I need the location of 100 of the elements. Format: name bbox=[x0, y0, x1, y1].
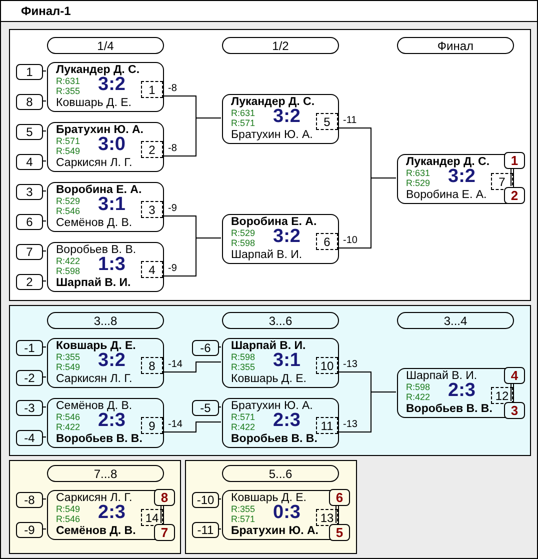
player-name: Саркисян Л. Г. bbox=[56, 373, 132, 386]
player-name: Ковшарь Д. Е. bbox=[231, 492, 306, 504]
match-number: 2 bbox=[141, 141, 163, 158]
connector-line bbox=[162, 362, 222, 372]
connector-line bbox=[42, 250, 46, 252]
window-title: Финал-1 bbox=[21, 4, 71, 18]
player-name: Воробина Е. А. bbox=[406, 189, 487, 202]
match-number: 5 bbox=[316, 113, 338, 130]
rating-value: R:571 bbox=[231, 119, 256, 128]
player-name: Саркисян Л. Г. bbox=[56, 492, 132, 504]
connector-line bbox=[42, 436, 46, 438]
rating-value: R:598 bbox=[406, 383, 430, 392]
rating-value: R:355 bbox=[231, 363, 256, 372]
section-panel bbox=[185, 460, 357, 554]
connector-line bbox=[162, 422, 222, 432]
player-name: Семёнов Д. В. bbox=[56, 400, 132, 412]
rating-value: R:631 bbox=[231, 109, 256, 118]
rating-value: R:571 bbox=[231, 413, 256, 422]
rating-value: R:529 bbox=[231, 229, 256, 238]
rating-value: R:598 bbox=[231, 239, 256, 248]
match-number: 1 bbox=[141, 81, 163, 98]
player-name: Ковшарь Д. Е. bbox=[56, 340, 136, 352]
round-header: 3...6 bbox=[222, 312, 339, 329]
match-score: 2:3 bbox=[98, 503, 126, 523]
match-score: 3:1 bbox=[98, 195, 126, 215]
player-name: Лукандер Д. С. bbox=[406, 156, 490, 168]
section-panel bbox=[9, 305, 531, 456]
connector-line bbox=[42, 528, 46, 530]
match-score: 3:2 bbox=[98, 75, 126, 95]
round-header: 1/2 bbox=[222, 37, 339, 54]
place-badge: 3 bbox=[504, 402, 525, 419]
seed-slot: -9 bbox=[16, 522, 43, 538]
match-score: 3:2 bbox=[273, 107, 300, 127]
rating-value: R:549 bbox=[56, 147, 80, 156]
connector-line bbox=[42, 406, 46, 408]
seed-slot: -1 bbox=[16, 340, 43, 356]
place-badge: 6 bbox=[329, 489, 350, 506]
connector-line bbox=[218, 406, 222, 408]
seed-slot: 6 bbox=[16, 214, 43, 230]
player-name: Воробьев В. В. bbox=[56, 433, 142, 446]
edge-label: -11 bbox=[342, 115, 358, 126]
seed-slot: 5 bbox=[16, 124, 43, 140]
connector-line bbox=[218, 346, 222, 348]
rating-value: R:549 bbox=[56, 505, 80, 514]
connector-line bbox=[42, 130, 46, 132]
edge-label: -10 bbox=[342, 235, 358, 246]
seed-slot: -3 bbox=[16, 400, 43, 416]
player-name: Братухин Ю. А. bbox=[231, 129, 313, 142]
match-card bbox=[47, 62, 164, 112]
seed-slot: -4 bbox=[16, 430, 43, 446]
connector-line bbox=[160, 504, 162, 524]
seed-slot: 1 bbox=[16, 64, 43, 80]
match-score: 3:2 bbox=[448, 167, 476, 187]
edge-label: -8 bbox=[167, 83, 178, 94]
place-badge: 1 bbox=[504, 152, 525, 169]
connector-line bbox=[42, 70, 46, 72]
seed-slot: 4 bbox=[16, 154, 43, 170]
section-panel bbox=[9, 29, 531, 301]
connector-line bbox=[42, 220, 46, 222]
rating-value: R:549 bbox=[56, 363, 80, 372]
connector-line bbox=[42, 376, 46, 378]
rating-value: R:571 bbox=[56, 137, 80, 146]
player-name: Семёнов Д. В. bbox=[56, 217, 132, 230]
match-card bbox=[47, 338, 164, 388]
rating-value: R:355 bbox=[231, 505, 256, 514]
match-card bbox=[222, 94, 339, 144]
player-name: Воробьев В. В. bbox=[406, 403, 492, 416]
match-score: 2:3 bbox=[448, 381, 476, 401]
match-number: 11 bbox=[316, 417, 338, 434]
edge-label: -9 bbox=[167, 263, 178, 274]
connector-line bbox=[42, 160, 46, 162]
match-score: 0:3 bbox=[273, 503, 300, 523]
player-name: Лукандер Д. С. bbox=[231, 96, 315, 108]
seed-slot: -2 bbox=[16, 370, 43, 386]
match-score: 2:3 bbox=[273, 411, 300, 431]
rating-value: R:422 bbox=[231, 423, 256, 432]
connector-line bbox=[218, 528, 222, 530]
rating-value: R:422 bbox=[56, 257, 80, 266]
seed-slot: 7 bbox=[16, 244, 43, 260]
match-card bbox=[47, 122, 164, 172]
round-header: Финал bbox=[397, 37, 514, 54]
player-name: Братухин Ю. А. bbox=[56, 124, 144, 136]
seed-slot: 8 bbox=[16, 94, 43, 110]
connector-line bbox=[42, 190, 46, 192]
rating-value: R:598 bbox=[56, 267, 80, 276]
match-card bbox=[222, 398, 339, 448]
rating-value: R:355 bbox=[56, 87, 80, 96]
seed-slot: -5 bbox=[192, 400, 219, 416]
rating-value: R:546 bbox=[56, 413, 80, 422]
connector-line bbox=[218, 498, 222, 500]
match-score: 3:1 bbox=[273, 351, 300, 371]
place-badge: 8 bbox=[154, 489, 175, 506]
match-card bbox=[47, 398, 164, 448]
edge-label: -13 bbox=[342, 359, 358, 370]
match-card bbox=[222, 214, 339, 264]
player-name: Шарпай В. И. bbox=[231, 249, 302, 262]
connector-line bbox=[510, 382, 512, 402]
rating-value: R:422 bbox=[406, 393, 430, 402]
player-name: Воробьев В. В. bbox=[56, 244, 136, 256]
rating-value: R:546 bbox=[56, 207, 80, 216]
